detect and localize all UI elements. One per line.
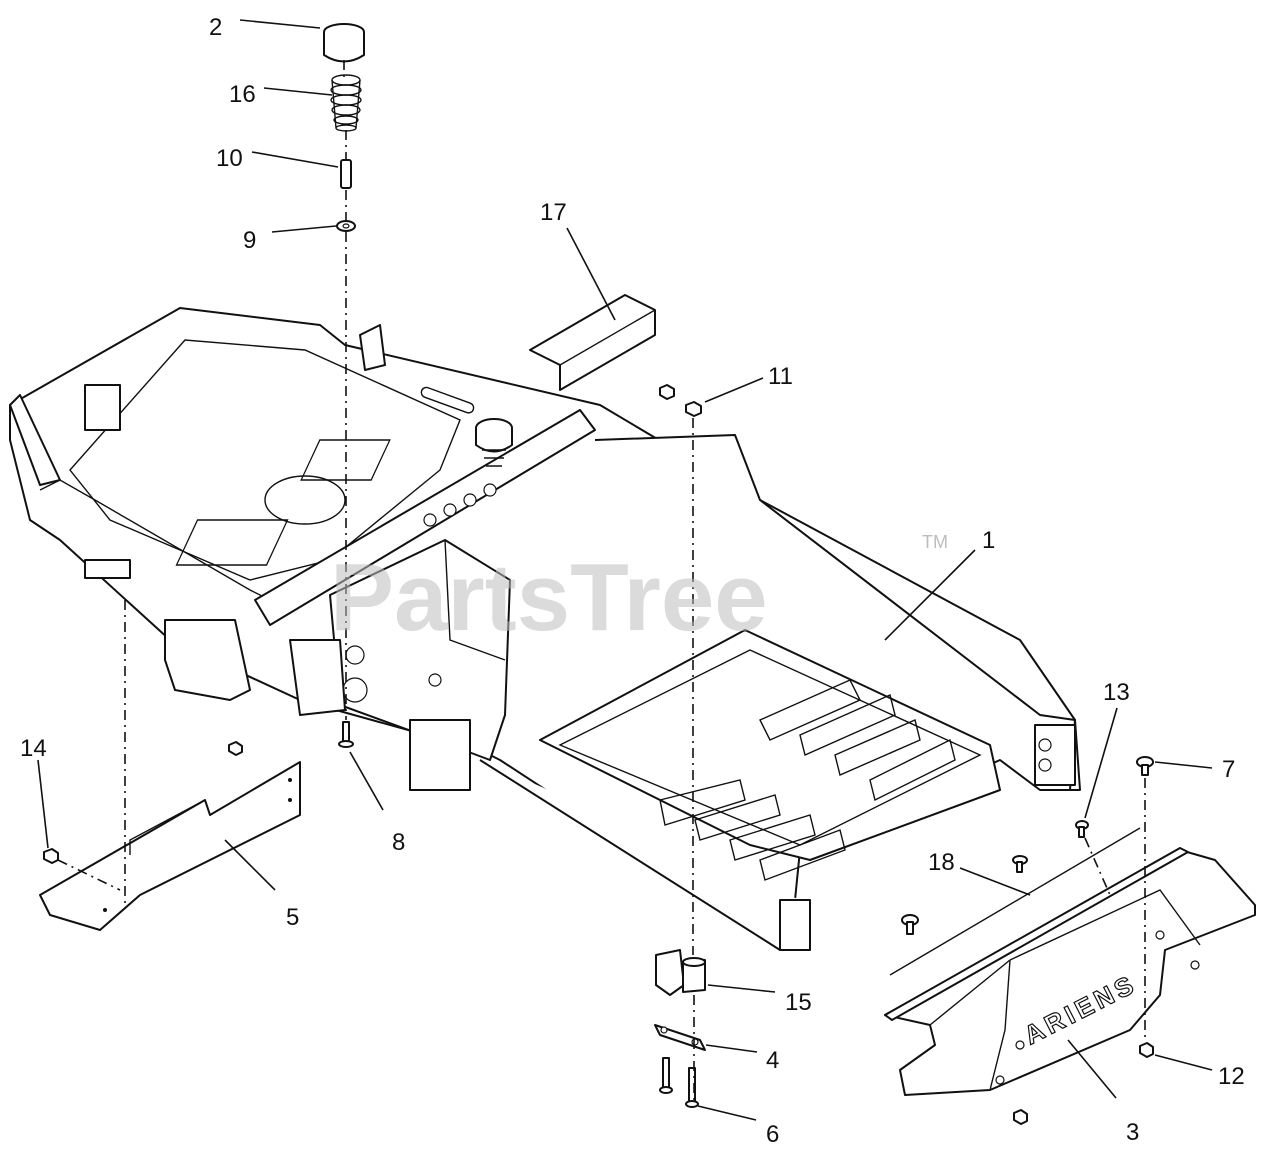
callout-6: 6 — [766, 1121, 779, 1148]
part-3-front-cover: ARIENS — [884, 849, 1256, 1096]
watermark-tm: TM — [922, 532, 948, 552]
main-frame — [9, 307, 1081, 951]
part-5-panel — [39, 761, 301, 931]
installed-bumper — [475, 418, 513, 467]
assembly-lines — [57, 60, 1146, 1105]
callout-10: 10 — [216, 145, 243, 172]
callout-16: 16 — [229, 81, 256, 108]
part-16-spring — [330, 74, 362, 132]
callout-9: 9 — [243, 227, 256, 254]
part-6-bolts — [659, 1057, 699, 1108]
part-4-plate — [654, 1024, 706, 1051]
part-14-bolt — [43, 741, 243, 864]
callout-11: 11 — [768, 363, 793, 390]
callout-4: 4 — [766, 1047, 779, 1074]
part-8-bolt — [338, 721, 354, 748]
callout-2: 2 — [209, 14, 222, 41]
callout-1: 1 — [982, 527, 995, 554]
callout-7: 7 — [1222, 756, 1235, 783]
callout-18: 18 — [928, 849, 955, 876]
hardware-front — [901, 756, 1154, 1125]
callout-17: 17 — [540, 199, 567, 226]
part-10-spacer — [340, 159, 352, 189]
seat-frame-detail — [9, 324, 386, 486]
part-15-bracket — [655, 949, 706, 996]
callout-14: 14 — [20, 735, 47, 762]
callout-5: 5 — [286, 904, 299, 931]
part-18-trim — [884, 827, 1189, 1021]
callout-8: 8 — [392, 829, 405, 856]
part-9-washer — [336, 220, 356, 232]
part-11-nut — [659, 384, 702, 417]
part-2-bumper — [323, 23, 365, 63]
part-17-angle — [529, 294, 656, 391]
watermark: PartsTree TM — [330, 532, 948, 651]
callout-12: 12 — [1218, 1063, 1245, 1090]
callout-13: 13 — [1103, 679, 1130, 706]
callout-15: 15 — [785, 989, 812, 1016]
leader-lines — [37, 19, 1213, 1121]
callouts: 2 16 10 9 17 11 1 13 7 18 14 5 8 15 4 6 … — [20, 14, 1245, 1148]
watermark-text: PartsTree — [330, 544, 768, 651]
callout-3: 3 — [1126, 1119, 1139, 1146]
